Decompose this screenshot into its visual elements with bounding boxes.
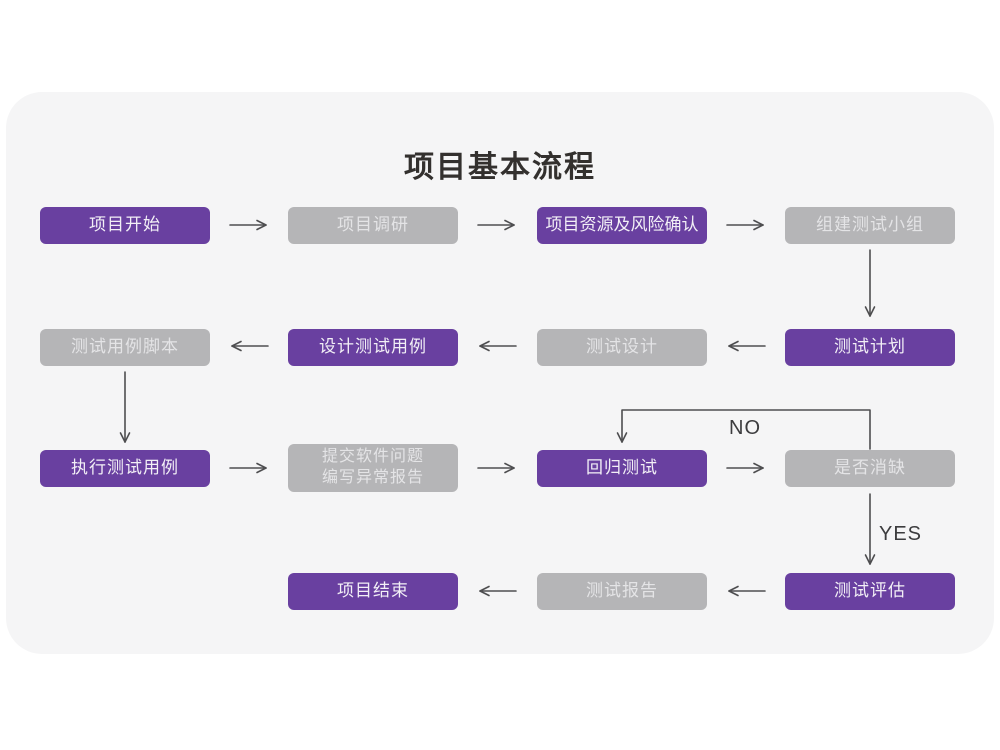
- node-label: 设计测试用例: [319, 337, 427, 357]
- node-project-start: 项目开始: [40, 207, 210, 244]
- node-project-end: 项目结束: [288, 573, 458, 610]
- node-test-design: 测试设计: [537, 329, 707, 366]
- node-test-plan: 测试计划: [785, 329, 955, 366]
- node-label: 项目开始: [89, 215, 161, 235]
- flowchart-card: [6, 92, 994, 654]
- node-label: 组建测试小组: [816, 215, 924, 235]
- node-execute-test-cases: 执行测试用例: [40, 450, 210, 487]
- node-design-test-cases: 设计测试用例: [288, 329, 458, 366]
- node-label: 回归测试: [586, 458, 658, 478]
- node-label-line1: 提交软件问题: [321, 448, 424, 466]
- node-label-line2: 编写异常报告: [321, 469, 424, 486]
- node-resources-risk-confirm: 项目资源及风险确认: [537, 207, 707, 244]
- node-label: 项目资源及风险确认: [545, 215, 699, 235]
- node-form-test-team: 组建测试小组: [785, 207, 955, 244]
- page-title: 项目基本流程: [404, 151, 596, 184]
- node-label: 是否消缺: [834, 458, 906, 478]
- node-project-research: 项目调研: [288, 207, 458, 244]
- node-label: 测试用例脚本: [71, 337, 179, 357]
- node-label: 测试设计: [586, 337, 658, 357]
- node-label: 测试计划: [834, 337, 906, 357]
- node-label: 项目结束: [337, 581, 409, 601]
- node-submit-issue-report: 提交软件问题 编写异常报告: [288, 444, 458, 492]
- node-defect-cleared-decision: 是否消缺: [785, 450, 955, 487]
- node-label: 项目调研: [337, 215, 409, 235]
- node-label: 执行测试用例: [71, 458, 179, 478]
- node-label: 测试报告: [586, 581, 658, 601]
- node-test-report: 测试报告: [537, 573, 707, 610]
- node-label: 测试评估: [834, 581, 906, 601]
- node-regression-test: 回归测试: [537, 450, 707, 487]
- node-test-case-scripts: 测试用例脚本: [40, 329, 210, 366]
- node-test-evaluation: 测试评估: [785, 573, 955, 610]
